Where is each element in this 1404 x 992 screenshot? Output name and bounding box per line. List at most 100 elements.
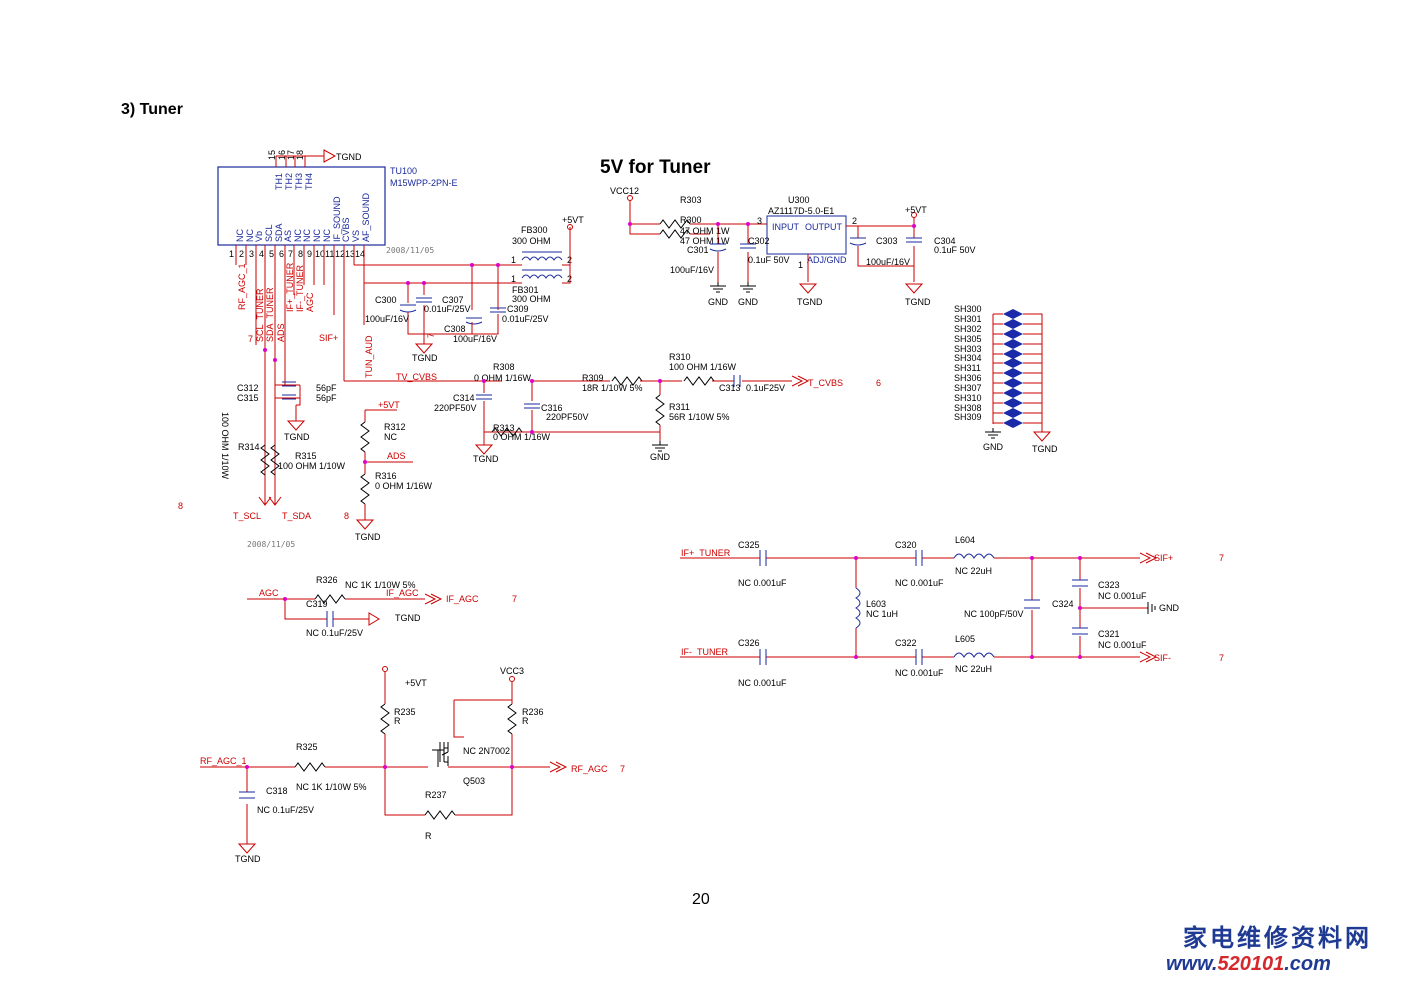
svg-text:R237: R237 xyxy=(425,790,447,800)
svg-text:100 OHM 1/10W: 100 OHM 1/10W xyxy=(278,461,346,471)
svg-text:NC 0.1uF/25V: NC 0.1uF/25V xyxy=(306,628,363,638)
svg-text:1: 1 xyxy=(798,260,803,270)
svg-text:NC: NC xyxy=(312,229,322,242)
svg-text:15: 15 xyxy=(267,150,277,160)
svg-text:FB301: FB301 xyxy=(512,285,539,295)
page-number: 20 xyxy=(692,891,710,908)
video-chain: TV_CVBS T_CVBS 6 R308 0 OHM 1/16W R309 1… xyxy=(344,352,881,464)
svg-text:SH304: SH304 xyxy=(954,353,982,363)
svg-text:T_CVBS: T_CVBS xyxy=(808,378,843,388)
svg-text:8: 8 xyxy=(344,511,349,521)
svg-text:TGND: TGND xyxy=(905,297,931,307)
svg-text:C319: C319 xyxy=(306,599,328,609)
shield-bank: SH300 SH301 SH302 SH305 SH303 SH304 SH31… xyxy=(954,304,1058,454)
svg-text:R310: R310 xyxy=(669,352,691,362)
svg-text:SH309: SH309 xyxy=(954,412,982,422)
tuner-net-labels: RF_AGC_1 SCL_TUNER SDA_TUNER ADS IF+_TUN… xyxy=(237,262,436,378)
svg-text:R303: R303 xyxy=(680,195,702,205)
svg-text:IF-_TUNER: IF-_TUNER xyxy=(295,265,305,313)
svg-text:TGND: TGND xyxy=(235,854,261,864)
svg-text:C307: C307 xyxy=(442,295,464,305)
svg-text:6: 6 xyxy=(876,378,881,388)
svg-text:NC 0.001uF: NC 0.001uF xyxy=(1098,640,1147,650)
svg-text:FB300: FB300 xyxy=(521,225,548,235)
svg-text:NC: NC xyxy=(322,229,332,242)
svg-text:100uF/16V: 100uF/16V xyxy=(453,334,497,344)
svg-text:56R 1/10W 5%: 56R 1/10W 5% xyxy=(669,412,730,422)
svg-text:14: 14 xyxy=(355,249,365,259)
svg-text:Vb: Vb xyxy=(254,231,264,242)
svg-text:R236: R236 xyxy=(522,707,544,717)
svg-text:C304: C304 xyxy=(934,236,956,246)
svg-text:C323: C323 xyxy=(1098,580,1120,590)
block-title: 5V for Tuner xyxy=(600,157,711,178)
svg-text:12: 12 xyxy=(335,249,345,259)
svg-text:NC 2N7002: NC 2N7002 xyxy=(463,746,510,756)
svg-text:NC 100pF/50V: NC 100pF/50V xyxy=(964,609,1024,619)
svg-text:ADS: ADS xyxy=(276,323,286,342)
svg-text:18: 18 xyxy=(295,150,305,160)
svg-text:NC: NC xyxy=(235,229,245,242)
tuner-ref: TU100 xyxy=(390,166,417,176)
tuner-part: M15WPP-2PN-E xyxy=(390,178,458,188)
svg-text:NC 0.001uF: NC 0.001uF xyxy=(738,678,787,688)
svg-text:SH306: SH306 xyxy=(954,373,982,383)
svg-text:L604: L604 xyxy=(955,535,975,545)
svg-text:NC 0.1uF/25V: NC 0.1uF/25V xyxy=(257,805,314,815)
svg-text:R: R xyxy=(425,831,432,841)
svg-text:AGC: AGC xyxy=(259,588,279,598)
svg-text:SDA: SDA xyxy=(274,223,284,242)
svg-text:56pF: 56pF xyxy=(316,393,337,403)
svg-text:TGND: TGND xyxy=(412,353,438,363)
svg-text:C315: C315 xyxy=(237,393,259,403)
svg-text:R235: R235 xyxy=(394,707,416,717)
svg-text:SH311: SH311 xyxy=(954,363,981,373)
svg-text:Q503: Q503 xyxy=(463,776,485,786)
svg-text:C308: C308 xyxy=(444,324,466,334)
svg-text:IF+_TUNER: IF+_TUNER xyxy=(285,262,295,312)
svg-text:TGND: TGND xyxy=(395,613,421,623)
svg-text:+5VT: +5VT xyxy=(405,678,427,688)
svg-text:RF_AGC_1: RF_AGC_1 xyxy=(200,756,247,766)
svg-text:AGC: AGC xyxy=(305,292,315,312)
svg-text:NC: NC xyxy=(384,432,397,442)
svg-text:L605: L605 xyxy=(955,634,975,644)
svg-text:R312: R312 xyxy=(384,422,406,432)
svg-text:IF_SOUND: IF_SOUND xyxy=(332,196,342,242)
svg-text:TH4: TH4 xyxy=(304,173,314,190)
svg-text:IF_AGC: IF_AGC xyxy=(386,588,419,598)
watermark: 家电维修资料网 www.520101.com xyxy=(1166,923,1369,975)
svg-text:R: R xyxy=(522,716,529,726)
svg-text:0 OHM 1/16W: 0 OHM 1/16W xyxy=(375,481,433,491)
svg-text:IF-_TUNER: IF-_TUNER xyxy=(681,647,729,657)
svg-text:NC 0.001uF: NC 0.001uF xyxy=(895,668,944,678)
watermark-url: www.520101.com xyxy=(1166,953,1331,975)
svg-text:C303: C303 xyxy=(876,236,898,246)
svg-text:C321: C321 xyxy=(1098,629,1120,639)
svg-text:VCC12: VCC12 xyxy=(610,186,639,196)
svg-text:300 OHM: 300 OHM xyxy=(512,294,551,304)
svg-text:7: 7 xyxy=(288,249,293,259)
svg-text:SH300: SH300 xyxy=(954,304,982,314)
svg-text:0 OHM 1/16W: 0 OHM 1/16W xyxy=(474,373,532,383)
tuner-top-pins: 15 16 17 18 TH1 TH2 TH3 TH4 TGND xyxy=(267,149,362,190)
tuner-bottom-pins: NC NC Vb SCL SDA AS NC NC NC NC IF_SOUND… xyxy=(229,192,371,259)
svg-text:47 OHM 1W: 47 OHM 1W xyxy=(680,226,730,236)
svg-text:6: 6 xyxy=(279,249,284,259)
svg-text:R: R xyxy=(394,716,401,726)
svg-text:NC: NC xyxy=(293,229,303,242)
svg-text:7: 7 xyxy=(1219,553,1224,563)
svg-text:VCC3: VCC3 xyxy=(500,666,524,676)
svg-text:SIF+: SIF+ xyxy=(1154,553,1173,563)
svg-text:1: 1 xyxy=(229,249,234,259)
svg-text:GND: GND xyxy=(1159,603,1180,613)
svg-text:NC 1uH: NC 1uH xyxy=(866,609,898,619)
svg-text:C320: C320 xyxy=(895,540,917,550)
svg-text:R315: R315 xyxy=(295,451,317,461)
svg-text:TGND: TGND xyxy=(473,454,499,464)
svg-text:R314: R314 xyxy=(238,442,260,452)
svg-text:7: 7 xyxy=(512,594,517,604)
svg-text:C316: C316 xyxy=(541,403,563,413)
